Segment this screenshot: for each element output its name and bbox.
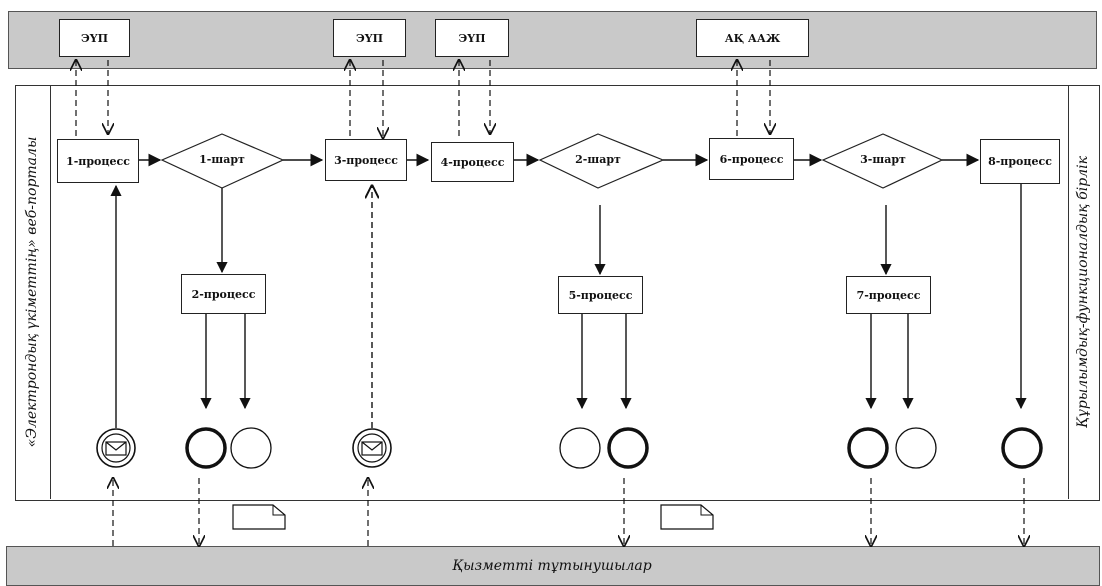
bottom-lane-service-consumers [6,546,1100,586]
end-event-1 [185,427,227,469]
process-4-box: 4-процесс [431,142,514,182]
left-lane-label: «Электрондық үкіметтің» веб-порталы [24,136,40,448]
process-8-box: 8-процесс [980,139,1060,184]
external-system-box: ЭҮП [333,19,406,57]
process-1-box: 1-процесс [57,139,139,183]
top-lane-external-systems [8,11,1097,69]
external-system-box: ЭҮП [435,19,509,57]
process-2-box: 2-процесс [181,274,266,314]
process-3-box: 3-процесс [325,139,407,181]
intermediate-event-1 [230,427,272,469]
end-event-3 [847,427,889,469]
condition-2-diamond [538,133,665,189]
end-event-2 [607,427,649,469]
document-icon-1 [232,504,286,530]
process-5-box: 5-процесс [558,276,643,314]
condition-1-label: 1-шарт [199,153,245,166]
message-start-event-1 [96,428,136,468]
end-event-4 [1001,427,1043,469]
right-lane-header [1068,85,1099,499]
bottom-lane-label: Қызметті тұтынушылар [452,558,652,574]
condition-2-label: 2-шарт [575,153,621,166]
external-system-box: АҚ ААЖ [696,19,809,57]
intermediate-event-2 [559,427,601,469]
left-lane-header [15,85,51,499]
condition-3-label: 3-шарт [860,153,906,166]
intermediate-event-3 [895,427,937,469]
right-lane-label: Құрылымдық-функционалдық бірлік [1075,156,1091,428]
external-system-box: ЭҮП [59,19,130,57]
message-start-event-2 [352,428,392,468]
process-6-box: 6-процесс [709,138,794,180]
condition-3-diamond [821,133,944,189]
process-7-box: 7-процесс [846,276,931,314]
document-icon-2 [660,504,714,530]
